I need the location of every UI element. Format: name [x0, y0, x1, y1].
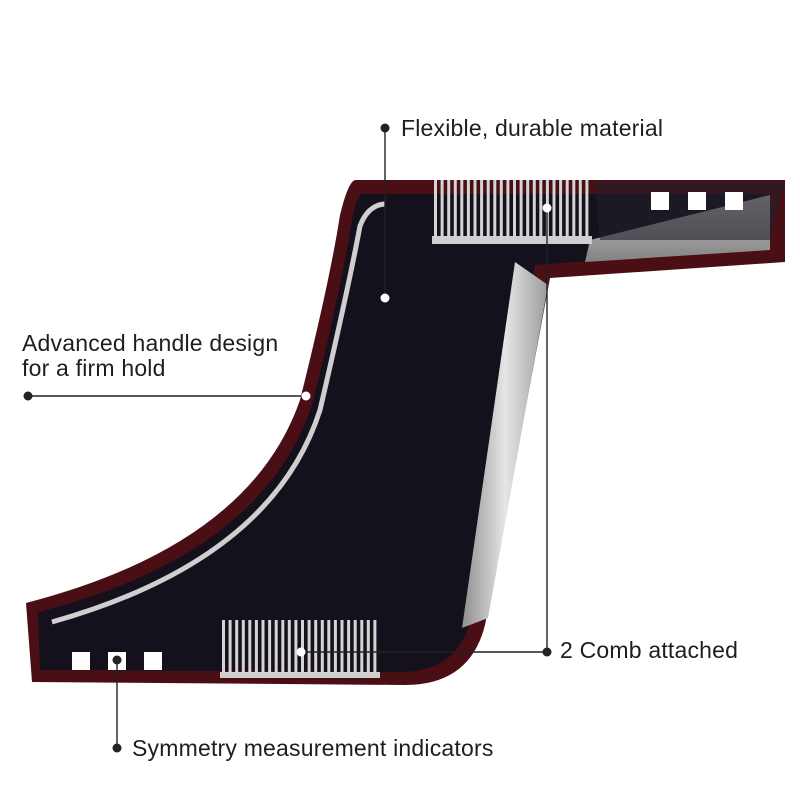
comb-tooth: [513, 180, 516, 238]
comb-tooth: [493, 180, 497, 238]
top-comb-teeth: [434, 180, 589, 238]
callout-handle-line1: Advanced handle design: [22, 330, 279, 356]
comb-tooth: [434, 180, 437, 238]
comb-tooth: [274, 620, 278, 674]
comb-tooth: [486, 180, 490, 238]
comb-tooth: [333, 620, 337, 674]
callout-handle: Advanced handle design for a firm hold: [22, 331, 278, 381]
comb-tooth: [294, 620, 298, 674]
tool-body: [38, 194, 770, 672]
callout-dots: [23, 123, 552, 753]
comb-tooth: [261, 620, 265, 674]
comb-tooth: [248, 620, 252, 674]
comb-tooth: [539, 180, 543, 238]
steel-top-bevel: [595, 182, 785, 240]
leader-dot: [301, 391, 311, 401]
comb-tooth: [572, 180, 576, 238]
comb-tooth: [526, 180, 530, 238]
leader-dot: [380, 123, 390, 133]
comb-tooth: [366, 620, 370, 674]
comb-tooth: [447, 180, 451, 238]
comb-tooth: [552, 180, 556, 238]
comb-tooth: [360, 620, 364, 674]
comb-tooth: [460, 180, 464, 238]
leader-dot: [380, 293, 390, 303]
steel-straight-edge: [462, 262, 548, 628]
leader-dot: [542, 203, 552, 213]
comb-tooth: [314, 620, 318, 674]
symmetry-square: [651, 192, 669, 210]
comb-tooth: [281, 620, 285, 674]
comb-tooth: [320, 620, 324, 674]
comb-tooth: [565, 180, 569, 238]
handle-edge-strip: [51, 201, 386, 625]
comb-tooth: [340, 620, 344, 674]
comb-tooth: [373, 620, 377, 674]
comb-tooth: [519, 180, 523, 238]
comb-tooth: [347, 620, 351, 674]
comb-tooth: [353, 620, 357, 674]
comb-tooth: [466, 180, 470, 238]
comb-tooth: [301, 620, 304, 674]
bottom-comb-teeth: [222, 620, 377, 674]
leader-dot: [296, 647, 306, 657]
leader-dot: [112, 743, 122, 753]
leader-dot: [542, 647, 552, 657]
comb-tooth: [473, 180, 477, 238]
leader-dot: [23, 391, 33, 401]
comb-tooth: [499, 180, 503, 238]
comb-tooth: [578, 180, 582, 238]
comb-tooth: [254, 620, 258, 674]
callout-handle-line2: for a firm hold: [22, 355, 166, 381]
leader-dot: [112, 655, 122, 665]
comb-tooth: [327, 620, 331, 674]
comb-tooth: [585, 180, 589, 238]
comb-tooth: [222, 620, 225, 674]
callout-symmetry: Symmetry measurement indicators: [132, 735, 494, 761]
comb-tooth: [559, 180, 563, 238]
comb-tooth: [287, 620, 291, 674]
symmetry-square: [688, 192, 706, 210]
comb-tooth: [453, 180, 457, 238]
comb-tooth: [228, 620, 232, 674]
comb-tooth: [480, 180, 484, 238]
symmetry-square: [144, 652, 162, 670]
comb-tooth: [532, 180, 536, 238]
comb-tooth: [440, 180, 444, 238]
top-comb-base: [432, 236, 592, 244]
comb-tooth: [307, 620, 311, 674]
comb-tooth: [268, 620, 272, 674]
symmetry-square: [72, 652, 90, 670]
bottom-comb-base: [220, 672, 380, 678]
callout-comb: 2 Comb attached: [560, 637, 739, 663]
comb-tooth: [506, 180, 510, 238]
callout-material: Flexible, durable material: [401, 115, 664, 141]
comb-tooth: [241, 620, 245, 674]
symmetry-square: [725, 192, 743, 210]
comb-tooth: [235, 620, 239, 674]
